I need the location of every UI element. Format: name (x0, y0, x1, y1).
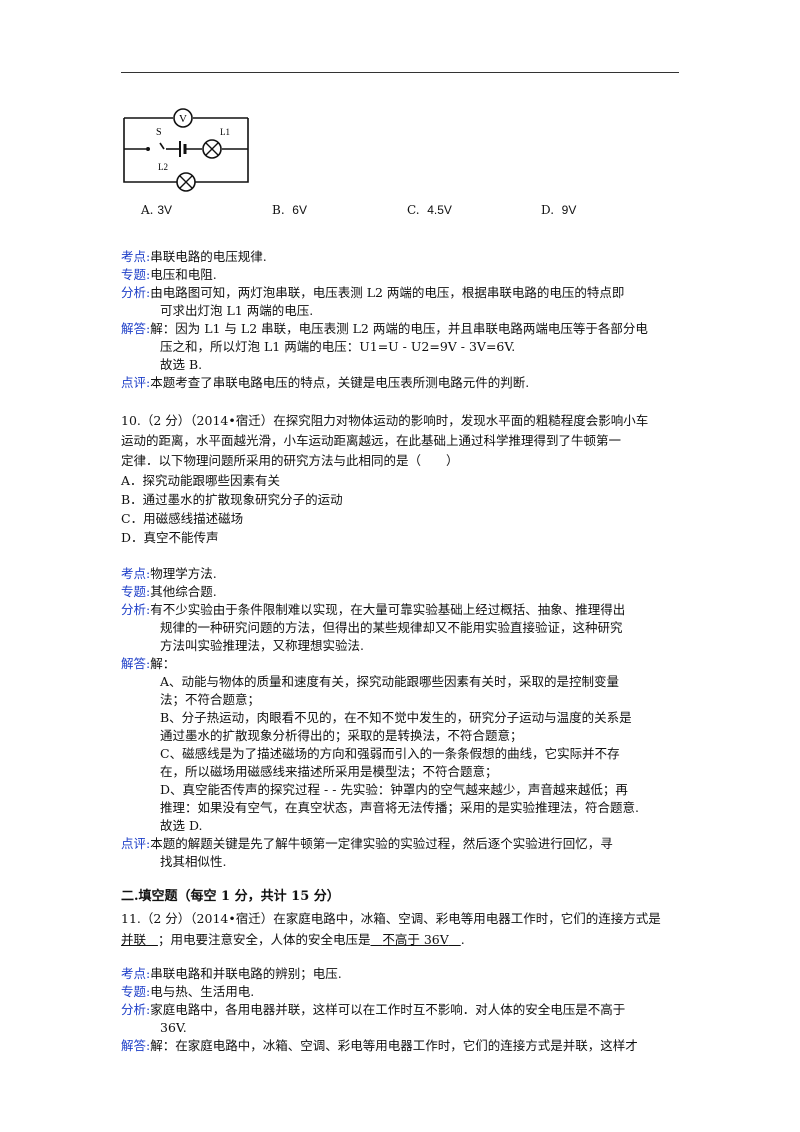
q10-jieda-line: 通过墨水的扩散现象分析得出的；采取的是转换法，不符合题意； (160, 728, 523, 743)
q9-option-c: C. 4.5V (407, 203, 452, 217)
q9-fenxi-cont: 可求出灯泡 L1 两端的电压. (160, 303, 314, 318)
q10-jieda-line: 推理：如果没有空气，在真空状态，声音将无法传播；采用的是实验推理法，符合题意. (160, 800, 639, 815)
q10-fenxi-cont1: 规律的一种研究问题的方法，但得出的某些规律却又不能用实验直接验证，这种研究 (160, 620, 623, 635)
q9-option-a: A. 3V (141, 203, 172, 217)
lamp-l1-label: L1 (220, 127, 230, 137)
q10-option-c: C．用磁感线描述磁场 (121, 511, 244, 526)
q10-jieda-line: 法；不符合题意； (160, 692, 261, 707)
q10-stem-line3: 定律．以下物理问题所采用的研究方法与此相同的是（ ） (121, 453, 459, 468)
q11-jieda: 解答:解：在家庭电路中，冰箱、空调、彩电等用电器工作时，它们的连接方式是并联，这… (121, 1038, 638, 1053)
voltmeter-symbol (173, 108, 193, 128)
q11-fenxi-cont: 36V. (160, 1020, 187, 1035)
q10-kaodian: 考点:物理学方法. (121, 566, 217, 581)
q10-jieda-line: B、分子热运动，肉眼看不见的，在不知不觉中发生的，研究分子运动与温度的关系是 (160, 710, 632, 725)
q10-jieda-line: A、动能与物体的质量和速度有关，探究动能跟哪些因素有关时，采取的是控制变量 (160, 674, 620, 689)
switch-label: S (156, 127, 162, 138)
q10-stem-line2: 运动的距离，水平面越光滑，小车运动距离越远，在此基础上通过科学推理得到了牛顿第一 (121, 433, 622, 448)
q11-blank-1: 并联 (121, 932, 147, 947)
q11-blank-2: 不高于 36V (382, 932, 449, 947)
q11-fenxi: 分析:家庭电路中，各用电器并联，这样可以在工作时互不影响．对人体的安全电压是不高… (121, 1002, 626, 1017)
q11-stem-line2: 并联 ；用电要注意安全，人体的安全电压是 不高于 36V . (121, 932, 465, 947)
q11-kaodian: 考点:串联电路和并联电路的辨别；电压. (121, 966, 342, 981)
q10-option-d: D．真空不能传声 (121, 530, 219, 545)
q10-option-b: B．通过墨水的扩散现象研究分子的运动 (121, 492, 343, 507)
lamp-l2-label: L2 (158, 162, 168, 172)
q9-option-d: D. 9V (541, 203, 577, 217)
q10-fenxi-cont2: 方法叫实验推理法，又称理想实验法. (160, 638, 364, 653)
q11-stem-line1: 11.（2 分）（2014•宿迁）在家庭电路中，冰箱、空调、彩电等用电器工作时，… (121, 911, 661, 926)
q9-fenxi: 分析:由电路图可知，两灯泡串联，电压表测 L2 两端的电压，根据串联电路的电压的… (121, 285, 625, 300)
q9-zhuanti: 专题:电压和电阻. (121, 267, 217, 282)
q9-jieda-cont: 压之和，所以灯泡 L1 两端的电压：U1=U - U2=9V - 3V=6V. (160, 339, 516, 354)
q9-option-b: B. 6V (272, 203, 307, 217)
q11-zhuanti: 专题:电与热、生活用电. (121, 984, 255, 999)
q9-options: A. 3V B. 6V C. 4.5V D. 9V (0, 203, 800, 225)
q10-jieda-line: C、磁感线是为了描述磁场的方向和强弱而引入的一条条假想的曲线，它实际并不存 (160, 746, 620, 761)
section-heading: 二.填空题（每空 1 分，共计 15 分） (121, 889, 340, 904)
q9-jieda-answer: 故选 B. (160, 357, 203, 372)
q10-jieda: 解答:解： (121, 656, 176, 671)
circuit-diagram: V S L1 L2 (123, 108, 249, 192)
switch-contact (146, 147, 150, 151)
header-rule (121, 72, 679, 73)
q10-jieda-line: D、真空能否传声的探究过程 - - 先实验：钟罩内的空气越来越少，声音越来越低；… (160, 782, 628, 797)
q10-dianping: 点评:本题的解题关键是先了解牛顿第一定律实验的实验过程，然后逐个实验进行回忆，寻 (121, 836, 613, 851)
voltmeter-label: V (179, 113, 187, 125)
q9-dianping: 点评:本题考查了串联电路电压的特点，关键是电压表所测电路元件的判断. (121, 375, 530, 390)
q10-zhuanti: 专题:其他综合题. (121, 584, 217, 599)
q9-kaodian: 考点:串联电路的电压规律. (121, 249, 267, 264)
q10-stem-line1: 10.（2 分）（2014•宿迁）在探究阻力对物体运动的影响时，发现水平面的粗糙… (121, 413, 649, 428)
q10-option-a: A．探究动能跟哪些因素有关 (121, 473, 281, 488)
q10-jieda-answer: 故选 D. (160, 818, 203, 833)
q10-jieda-line: 在，所以磁场用磁感线来描述所采用是模型法；不符合题意； (160, 764, 498, 779)
q9-jieda: 解答:解：因为 L1 与 L2 串联，电压表测 L2 两端的电压，并且串联电路两… (121, 321, 648, 336)
q10-fenxi: 分析:有不少实验由于条件限制难以实现，在大量可靠实验基础上经过概括、抽象、推理得… (121, 602, 626, 617)
q10-dianping-cont: 找其相似性. (160, 854, 227, 869)
